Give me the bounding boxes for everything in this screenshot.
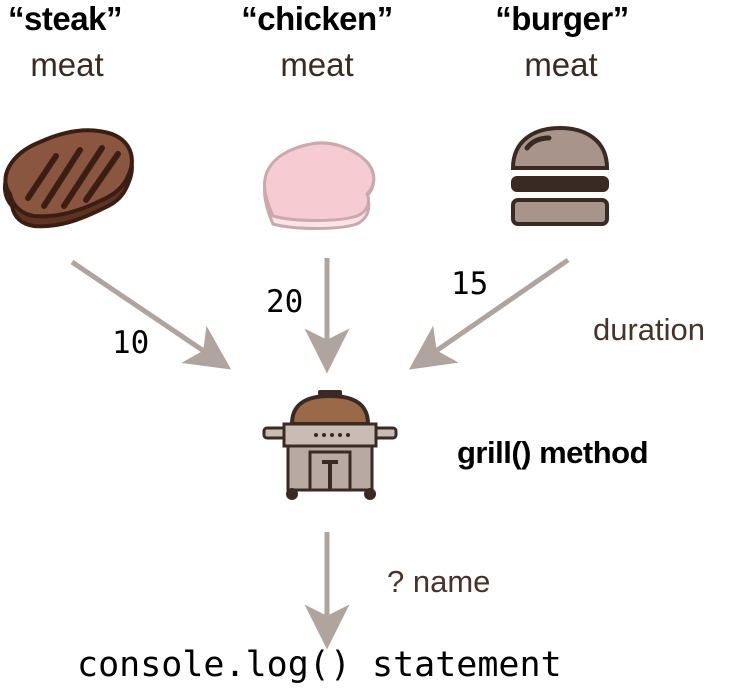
steak-type: meat: [30, 46, 104, 83]
name-label: ? name: [387, 564, 491, 599]
burger-duration: 15: [451, 266, 489, 302]
steak-duration: 10: [112, 325, 150, 361]
console-statement: console.log() statement: [77, 645, 562, 685]
grill-icon: [262, 390, 398, 500]
grill-label: grill() method: [457, 435, 649, 470]
burger-title: “burger”: [495, 0, 629, 37]
chicken-icon: [263, 141, 376, 230]
burger-type: meat: [524, 46, 598, 83]
burger-icon: [510, 125, 610, 226]
chicken-type: meat: [280, 46, 354, 83]
chicken-title: “chicken”: [241, 0, 393, 37]
burger-arrow: [408, 257, 570, 370]
steak-icon: [2, 128, 134, 229]
chicken-duration: 20: [266, 284, 304, 320]
steak-title: “steak”: [8, 0, 122, 37]
steak-arrow: [70, 259, 232, 370]
duration-label: duration: [593, 312, 706, 347]
